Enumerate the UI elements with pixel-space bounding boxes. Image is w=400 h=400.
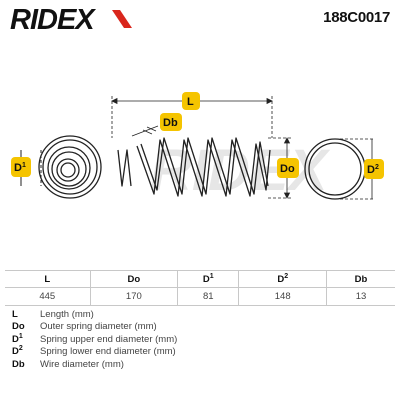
header-outer-diameter: Do xyxy=(89,270,178,288)
legend-item: L Length (mm) xyxy=(12,309,177,321)
legend-key: Db xyxy=(12,358,25,370)
header-upper-end-diameter: D1 xyxy=(177,270,239,288)
badge-d1: D1 xyxy=(11,157,31,177)
spring-diagram: RIDEX xyxy=(11,92,384,203)
legend-description: Length (mm) xyxy=(40,309,94,320)
badge-db: Db xyxy=(160,113,182,131)
badge-d2: D2 xyxy=(364,159,384,179)
table-header-row: L Do D1 D2 Db xyxy=(5,270,395,288)
legend-key: D2 xyxy=(12,345,23,358)
spring-bottom-view xyxy=(304,138,374,200)
svg-text:Db: Db xyxy=(163,117,178,129)
ridex-logo: RIDEX xyxy=(10,4,132,36)
legend-key: L xyxy=(12,309,18,320)
value-wire-diameter: 13 xyxy=(326,287,395,306)
part-number: 188C0017 xyxy=(323,9,390,26)
spring-side-view xyxy=(117,137,271,197)
badge-length: L xyxy=(182,92,200,110)
table-row: 445 170 81 148 13 xyxy=(5,287,395,306)
svg-text:D1: D1 xyxy=(14,162,26,174)
svg-text:Do: Do xyxy=(280,163,295,175)
legend-key: Do xyxy=(12,321,25,333)
legend-item: D1 Spring upper end diameter (mm) xyxy=(12,332,178,346)
header-length: L xyxy=(5,270,91,288)
svg-text:L: L xyxy=(187,96,194,108)
legend-item: D2 Spring lower end diameter (mm) xyxy=(12,345,177,358)
legend-key: D1 xyxy=(12,332,23,345)
header-lower-end-diameter: D2 xyxy=(238,270,327,288)
svg-text:D2: D2 xyxy=(367,164,379,176)
logo-accent-mark xyxy=(112,10,132,28)
legend-item: Do Outer spring diameter (mm) xyxy=(12,321,177,333)
legend-description: Outer spring diameter (mm) xyxy=(40,321,157,333)
legend: L Length (mm) Do Outer spring diameter (… xyxy=(12,309,177,371)
value-upper-end-diameter: 81 xyxy=(177,287,239,306)
header-wire-diameter: Db xyxy=(326,270,395,288)
dimensions-table: L Do D1 D2 Db 445 170 81 148 13 xyxy=(5,270,395,306)
value-lower-end-diameter: 148 xyxy=(238,287,327,306)
legend-item: Db Wire diameter (mm) xyxy=(12,359,177,371)
legend-description: Spring lower end diameter (mm) xyxy=(40,346,176,358)
wire-diameter-dimension xyxy=(131,125,159,137)
value-length: 445 xyxy=(5,287,91,306)
legend-description: Spring upper end diameter (mm) xyxy=(40,333,178,345)
spring-top-view xyxy=(20,135,102,199)
legend-description: Wire diameter (mm) xyxy=(40,358,124,370)
brand-name: RIDEX xyxy=(10,4,96,36)
badge-do: Do xyxy=(277,158,299,178)
value-outer-diameter: 170 xyxy=(89,287,178,306)
